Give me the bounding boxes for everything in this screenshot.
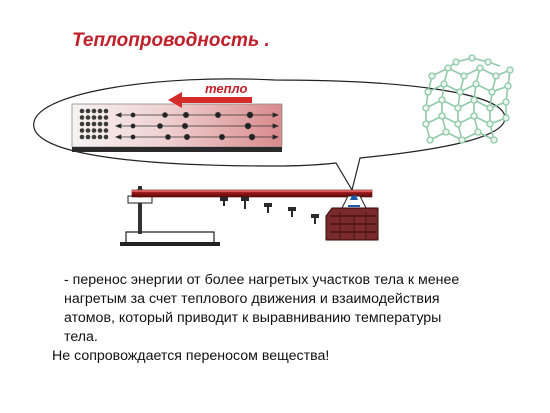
description-line-1: - перенос энергии от более нагретых учас… <box>64 272 460 288</box>
description-line-3: атомов, который приводит к выравниванию … <box>64 310 442 326</box>
description-line-4: тела. <box>64 329 98 345</box>
description: - перенос энергии от более нагретых учас… <box>52 271 522 366</box>
burner <box>325 195 379 241</box>
slide-title: Теплопроводность . <box>72 30 270 51</box>
atom-grid <box>79 108 109 140</box>
note-line: Не сопровождается переносом вещества! <box>52 348 330 364</box>
heated-rod <box>131 189 373 198</box>
heat-arrow-label: тепло <box>205 81 247 96</box>
heat-conduction-illustration: тепло <box>33 54 514 246</box>
wax-tacks <box>220 197 319 224</box>
lattice-nodes <box>422 54 514 144</box>
heated-bar <box>71 103 283 152</box>
vibration-lines <box>114 111 280 141</box>
description-line-2: нагретым за счет теплового движения и вз… <box>64 291 440 307</box>
heat-arrow <box>168 92 252 108</box>
